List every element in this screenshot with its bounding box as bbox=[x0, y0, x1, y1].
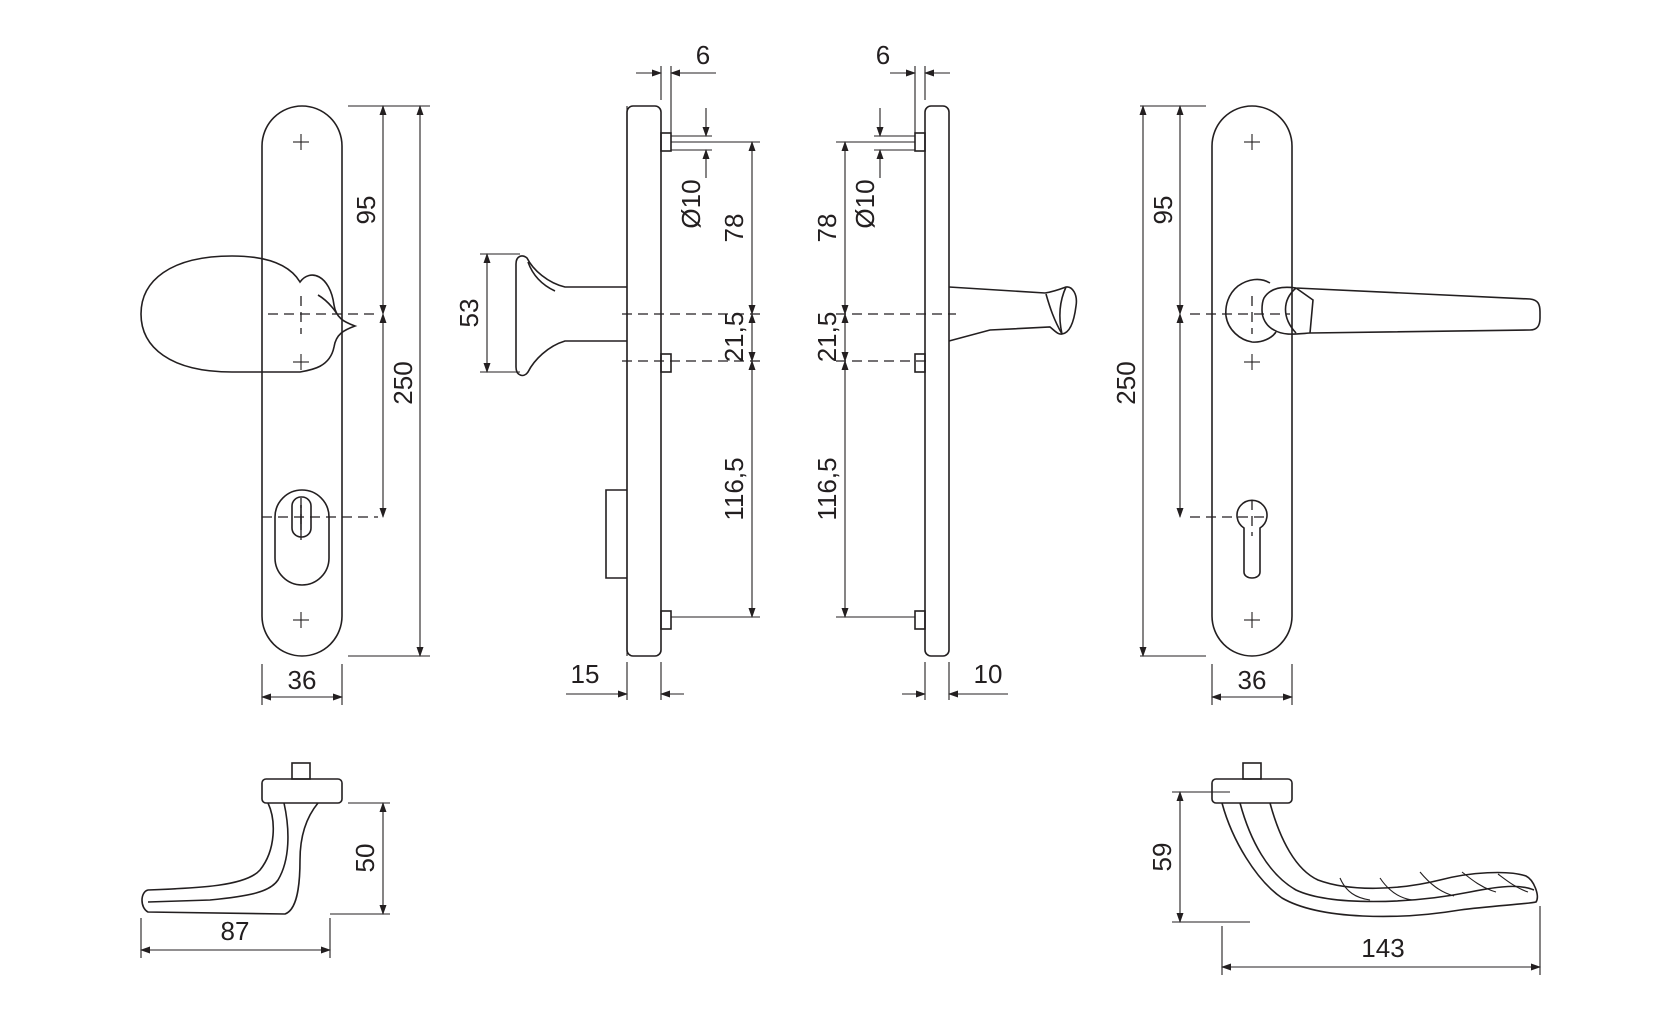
screw-hole-bottom bbox=[293, 612, 309, 628]
dim-10: 10 bbox=[974, 659, 1003, 689]
side-plate-left bbox=[626, 105, 662, 657]
dim-95-right: 95 bbox=[1148, 196, 1178, 225]
dim-59: 59 bbox=[1147, 843, 1177, 872]
short-handle-rosette bbox=[261, 778, 343, 804]
side-knob bbox=[515, 255, 627, 377]
short-handle-body bbox=[141, 802, 319, 915]
dim-36-left: 36 bbox=[288, 665, 317, 695]
screw-hole-mid bbox=[293, 354, 309, 370]
dim-250-left: 250 bbox=[388, 361, 418, 404]
side-view-lever: 6 Ø10 78 21,5 116,5 10 bbox=[812, 40, 1078, 700]
dim-6-left: 6 bbox=[696, 40, 710, 70]
dim-78-left: 78 bbox=[719, 214, 749, 243]
escutcheon-plate-right bbox=[1211, 105, 1293, 657]
front-view-knob-plate: 95 250 36 bbox=[140, 105, 430, 705]
dim-15: 15 bbox=[571, 659, 600, 689]
front-view-lever-plate: 95 250 36 bbox=[1111, 105, 1541, 705]
screw-hole-top-right bbox=[1244, 134, 1260, 150]
dim-6-right: 6 bbox=[876, 40, 890, 70]
lever-handle-rosette bbox=[1211, 778, 1293, 804]
lever-handle bbox=[1261, 286, 1541, 335]
dim-21-5-right: 21,5 bbox=[812, 312, 842, 363]
dim-50: 50 bbox=[350, 844, 380, 873]
top-view-short-handle: 50 87 bbox=[140, 762, 390, 958]
dim-87: 87 bbox=[221, 916, 250, 946]
cylinder-rosette bbox=[274, 489, 330, 586]
dim-116-5-left: 116,5 bbox=[719, 457, 749, 520]
screw-hole-bottom-right bbox=[1244, 612, 1260, 628]
dim-21-5-left: 21,5 bbox=[719, 312, 749, 363]
keyhole bbox=[1236, 499, 1268, 579]
dim-36-right: 36 bbox=[1238, 665, 1267, 695]
dim-78-right: 78 bbox=[812, 214, 842, 243]
dim-116-5-right: 116,5 bbox=[812, 457, 842, 520]
dim-250-right: 250 bbox=[1111, 361, 1141, 404]
dim-95-left: 95 bbox=[351, 196, 381, 225]
side-view-knob: 6 Ø10 53 78 21,5 116,5 15 bbox=[454, 40, 760, 700]
escutcheon-plate-left bbox=[261, 105, 343, 657]
screw-hole-top bbox=[293, 134, 309, 150]
dim-53: 53 bbox=[454, 299, 484, 328]
lever-handle-body bbox=[1221, 802, 1539, 918]
side-plate-right bbox=[924, 105, 950, 657]
dim-dia10-left: Ø10 bbox=[676, 179, 706, 228]
side-lever bbox=[948, 286, 1078, 342]
screw-hole-mid-right bbox=[1244, 354, 1260, 370]
top-view-lever-handle: 59 143 bbox=[1147, 762, 1541, 975]
dim-143: 143 bbox=[1361, 933, 1404, 963]
dim-dia10-right: Ø10 bbox=[850, 179, 880, 228]
lever-rosette bbox=[1225, 278, 1277, 343]
